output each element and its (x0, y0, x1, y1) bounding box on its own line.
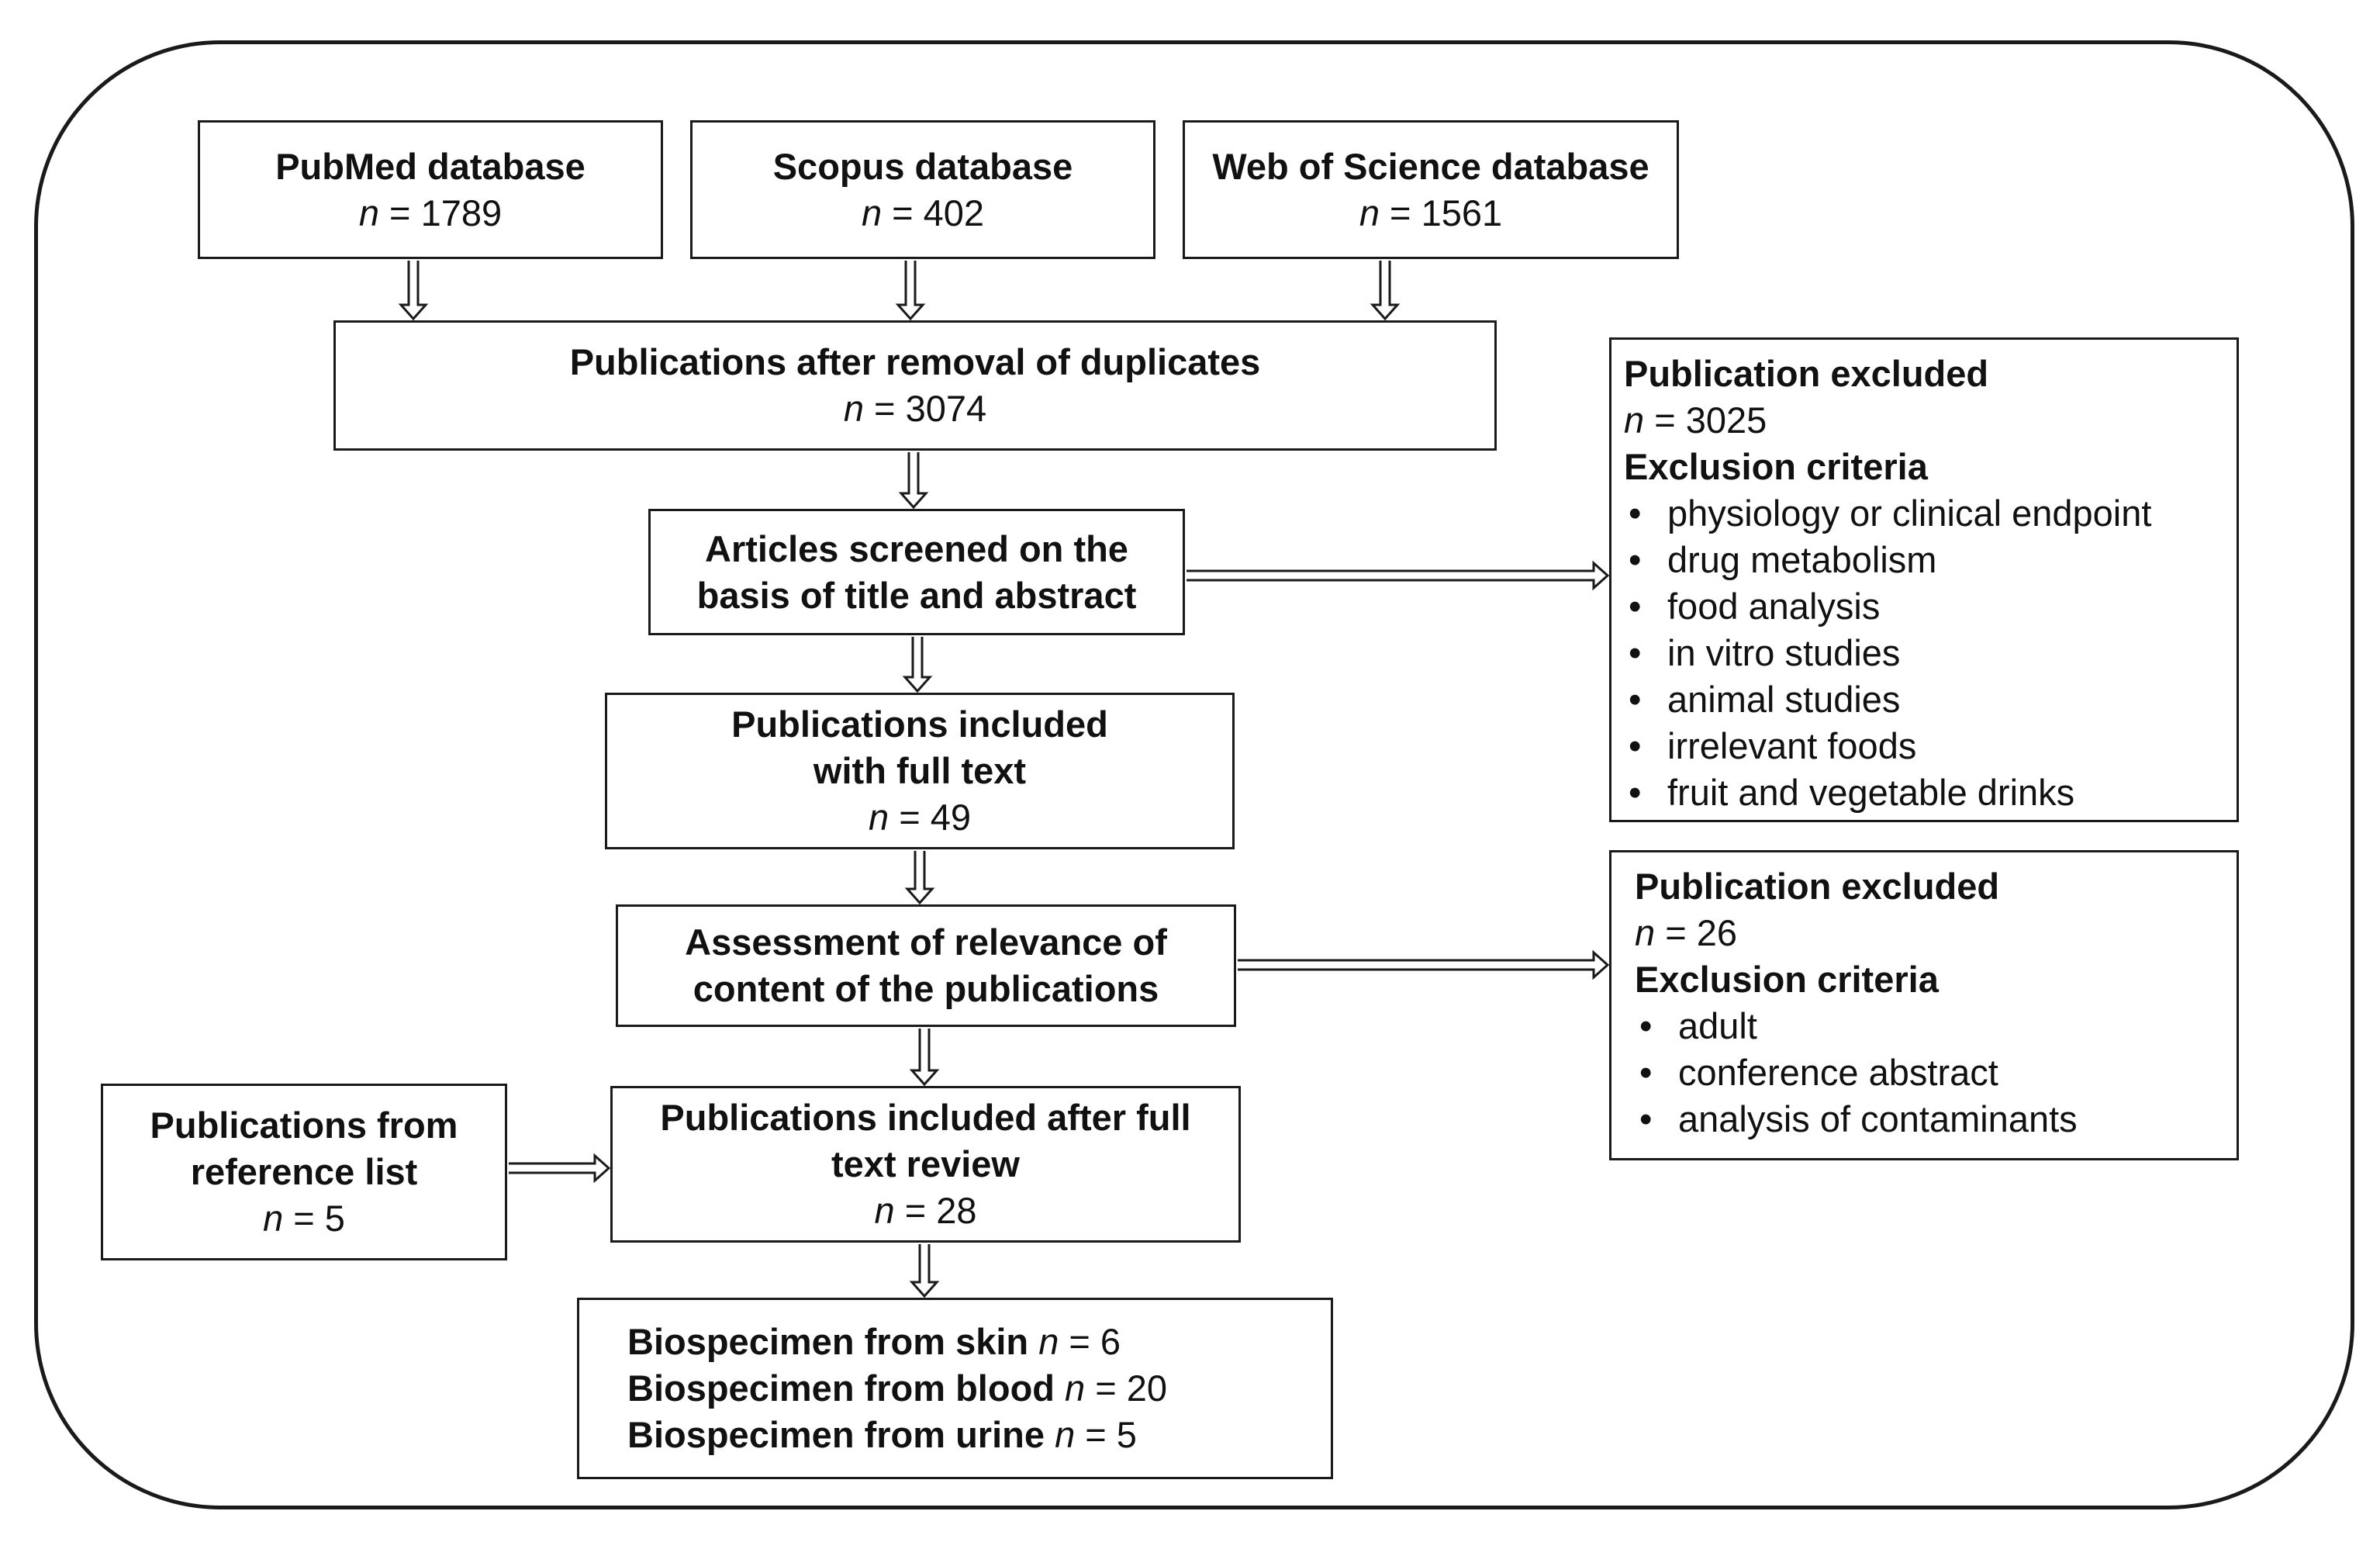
arrow-screened-to-fulltext (902, 637, 933, 693)
excluded-2-count: n = 26 (1635, 912, 1737, 953)
excluded-1-title: Publication excluded (1624, 353, 1989, 394)
biospecimen-box: Biospecimen from skin n = 6 Biospecimen … (577, 1298, 1333, 1479)
arrow-assessment-to-included (909, 1029, 940, 1087)
dedup-count: n = 3074 (843, 388, 987, 429)
biospecimen-urine: Biospecimen from urine n = 5 (627, 1414, 1137, 1455)
screened-box: Articles screened on the basis of title … (648, 509, 1185, 635)
arrow-pubmed-to-dedup (398, 261, 429, 321)
scopus-box: Scopus database n = 402 (690, 120, 1155, 259)
excluded-1-criterion: animal studies (1624, 676, 2237, 723)
dedup-label: Publications after removal of duplicates (569, 341, 1261, 382)
screened-line2: basis of title and abstract (696, 574, 1137, 616)
arrow-screened-to-excluded (1187, 560, 1610, 591)
excluded-1-count: n = 3025 (1624, 399, 1767, 441)
arrow-scopus-to-dedup (895, 261, 926, 321)
excluded-2-title: Publication excluded (1635, 866, 2000, 907)
arrow-dedup-to-screened (898, 452, 929, 510)
screened-line1: Articles screened on the (705, 527, 1128, 569)
excluded-1-criterion: in vitro studies (1624, 630, 2237, 676)
fulltext-count: n = 49 (869, 797, 971, 838)
wos-box: Web of Science database n = 1561 (1183, 120, 1679, 259)
arrow-fulltext-to-assessment (904, 851, 935, 905)
fulltext-line1: Publications included (731, 704, 1108, 745)
reference-line2: reference list (190, 1151, 418, 1192)
included-count: n = 28 (874, 1190, 977, 1231)
arrow-reference-to-included (509, 1153, 611, 1184)
included-line1: Publications included after full (660, 1097, 1191, 1138)
scopus-label: Scopus database (772, 145, 1073, 187)
wos-count: n = 1561 (1359, 192, 1503, 233)
excluded-2-criteria-list: adult conference abstract analysis of co… (1635, 1003, 2237, 1143)
included-box: Publications included after full text re… (610, 1086, 1241, 1243)
fulltext-box: Publications included with full text n =… (605, 693, 1235, 849)
dedup-box: Publications after removal of duplicates… (333, 320, 1497, 451)
excluded-1-criteria-title: Exclusion criteria (1624, 446, 1928, 487)
excluded-box-1: Publication excluded n = 3025 Exclusion … (1609, 337, 2239, 822)
excluded-2-criterion: adult (1635, 1003, 2237, 1049)
excluded-box-2: Publication excluded n = 26 Exclusion cr… (1609, 850, 2239, 1160)
reference-count: n = 5 (263, 1198, 345, 1239)
excluded-2-criterion: conference abstract (1635, 1049, 2237, 1096)
arrow-assessment-to-excluded (1238, 949, 1610, 980)
assessment-line1: Assessment of relevance of (685, 921, 1167, 963)
pubmed-count: n = 1789 (358, 192, 503, 233)
biospecimen-skin: Biospecimen from skin n = 6 (627, 1321, 1121, 1362)
excluded-1-criterion: drug metabolism (1624, 537, 2237, 583)
assessment-line2: content of the publications (693, 968, 1159, 1009)
outer-frame (34, 40, 2354, 1509)
pubmed-box: PubMed database n = 1789 (198, 120, 663, 259)
fulltext-line2: with full text (813, 750, 1027, 791)
biospecimen-blood: Biospecimen from blood n = 20 (627, 1367, 1168, 1409)
excluded-2-criterion: analysis of contaminants (1635, 1096, 2237, 1143)
arrow-wos-to-dedup (1370, 261, 1401, 321)
reference-line1: Publications from (150, 1105, 458, 1146)
assessment-box: Assessment of relevance of content of th… (616, 904, 1236, 1027)
reference-box: Publications from reference list n = 5 (101, 1084, 507, 1260)
scopus-count: n = 402 (861, 192, 985, 233)
arrow-included-to-biospecimen (909, 1244, 940, 1298)
excluded-1-criterion: food analysis (1624, 583, 2237, 630)
included-line2: text review (831, 1143, 1020, 1184)
wos-label: Web of Science database (1212, 145, 1649, 187)
excluded-2-criteria-title: Exclusion criteria (1635, 959, 1939, 1000)
pubmed-label: PubMed database (275, 145, 586, 187)
excluded-1-criterion: irrelevant foods (1624, 723, 2237, 769)
excluded-1-criteria-list: physiology or clinical endpoint drug met… (1624, 490, 2237, 816)
excluded-1-criterion: fruit and vegetable drinks (1624, 769, 2237, 816)
excluded-1-criterion: physiology or clinical endpoint (1624, 490, 2237, 537)
